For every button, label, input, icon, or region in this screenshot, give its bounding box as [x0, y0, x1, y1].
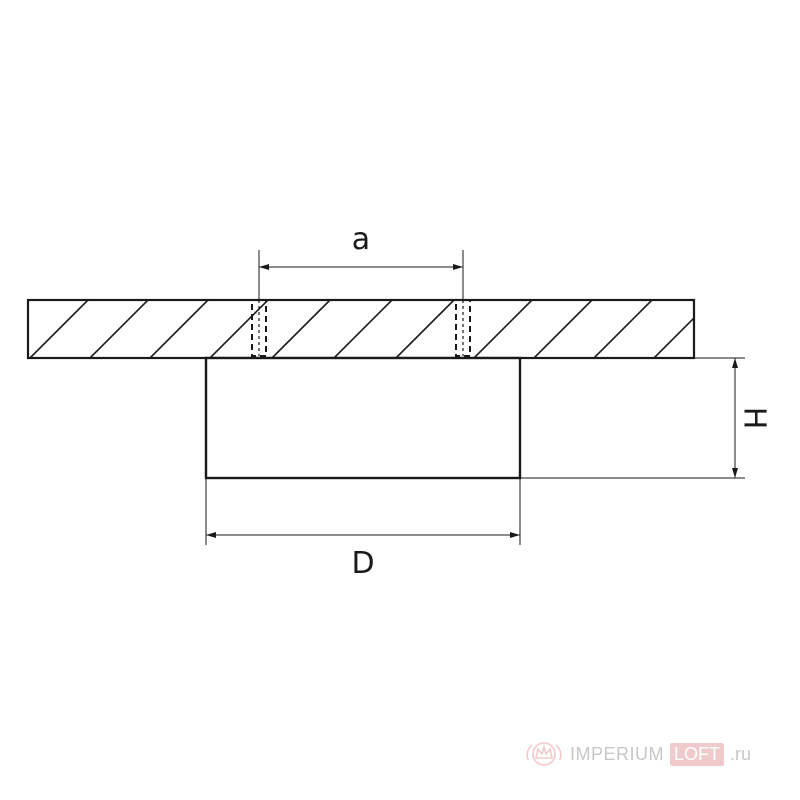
mounting-screw-right	[455, 299, 471, 357]
mounting-screw-left	[251, 299, 267, 357]
ceiling-slab	[26, 298, 696, 360]
lamp-body	[204, 356, 522, 480]
dimension-a	[258, 250, 464, 300]
slab-hatching	[29, 300, 694, 358]
dimension-d-label: D	[351, 546, 374, 581]
dimension-d	[205, 478, 521, 545]
dimension-h-label: H	[737, 407, 772, 430]
watermark-domain: .ru	[730, 743, 752, 764]
slab-outline	[26, 298, 696, 360]
dimension-a-label: a	[352, 222, 370, 257]
dimension-h	[520, 357, 745, 479]
watermark-brand: IMPERIUM	[570, 743, 664, 764]
watermark-badge: LOFT	[670, 742, 725, 766]
crown-emblem-icon	[526, 742, 562, 766]
watermark: IMPERIUM LOFT .ru	[524, 738, 751, 770]
